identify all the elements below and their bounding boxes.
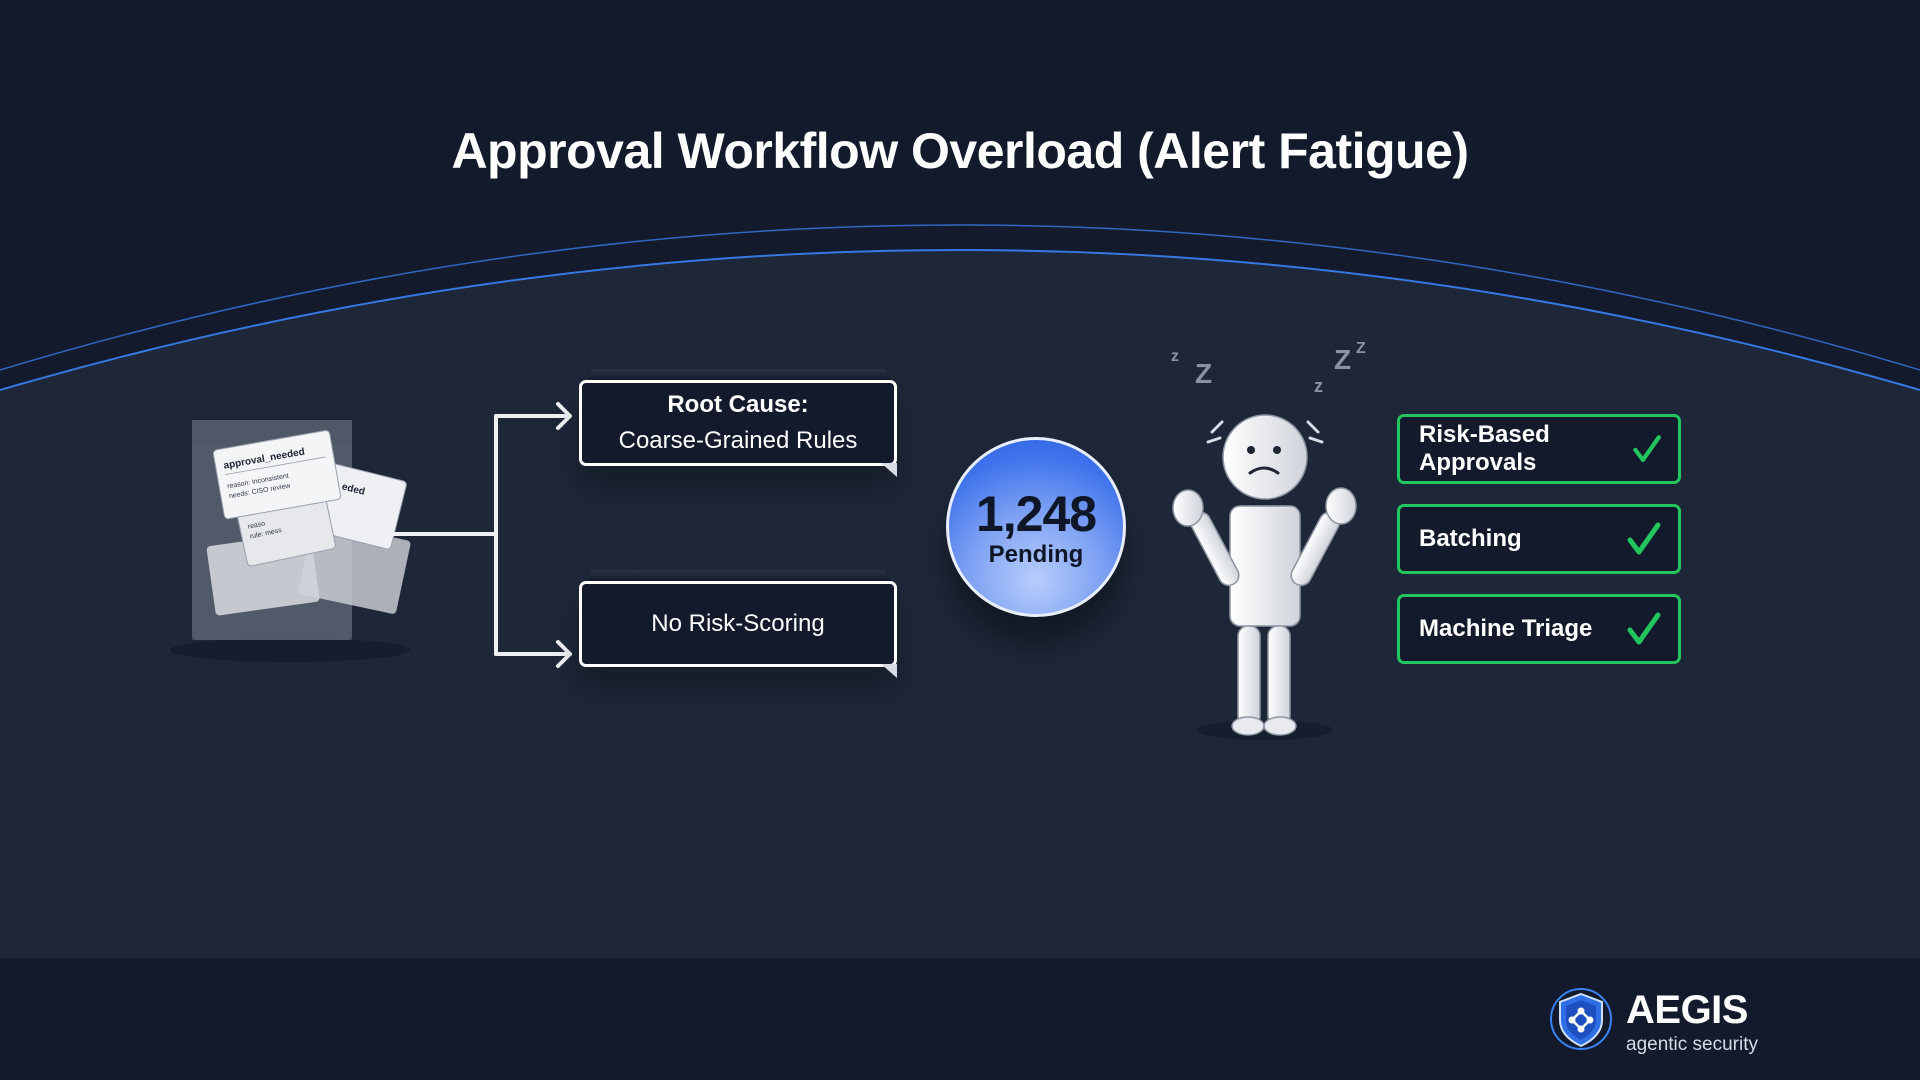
root-cause-detail: Coarse-Grained Rules (618, 427, 858, 454)
box-flap (588, 369, 891, 380)
corner-fold (881, 463, 897, 477)
pending-label: Pending (988, 541, 1084, 568)
no-risk-scoring-label: No Risk-Scoring (651, 610, 825, 637)
sleep-letter-4: z (1314, 376, 1323, 396)
pending-counter: 1,248 Pending (946, 437, 1126, 617)
box-flap (588, 570, 891, 581)
root-cause-title: Root Cause: (667, 391, 809, 418)
checkmark-icon (1627, 522, 1661, 555)
sleep-letter-3: Z (1334, 344, 1352, 375)
ticket-back-title: eded (341, 481, 366, 497)
sleep-letter-2: Z (1195, 358, 1213, 389)
solution-batching: Batching (1397, 504, 1681, 574)
brand-name: AEGIS (1626, 988, 1748, 1032)
aegis-shield-icon (1550, 988, 1612, 1050)
solution-label: Batching (1419, 525, 1522, 552)
no-risk-scoring-box: No Risk-Scoring (579, 570, 897, 678)
corner-fold (881, 664, 897, 678)
ticket-box-illustration: eded reaso rule: mess approval_needed re… (170, 420, 411, 662)
connector-arrows (390, 402, 572, 668)
pending-count: 1,248 (975, 486, 1097, 542)
brand-tagline: agentic security (1626, 1034, 1759, 1055)
solution-label: Risk-Based Approvals (1419, 421, 1550, 476)
sleep-letter-1: z (1171, 348, 1179, 365)
page-title: Approval Workflow Overload (Alert Fatigu… (451, 123, 1469, 179)
sleep-letter-5: Z (1356, 340, 1366, 357)
solution-label: Machine Triage (1419, 615, 1593, 642)
ticket-mid-line1: reaso (247, 520, 266, 531)
checkmark-icon (1627, 612, 1661, 645)
root-cause-box: Root Cause: Coarse-Grained Rules (579, 369, 897, 477)
solution-risk-based-approvals: Risk-Based Approvals (1397, 414, 1681, 484)
solution-machine-triage: Machine Triage (1397, 594, 1681, 664)
checkmark-icon (1633, 435, 1661, 462)
tired-person-illustration (1172, 414, 1357, 740)
